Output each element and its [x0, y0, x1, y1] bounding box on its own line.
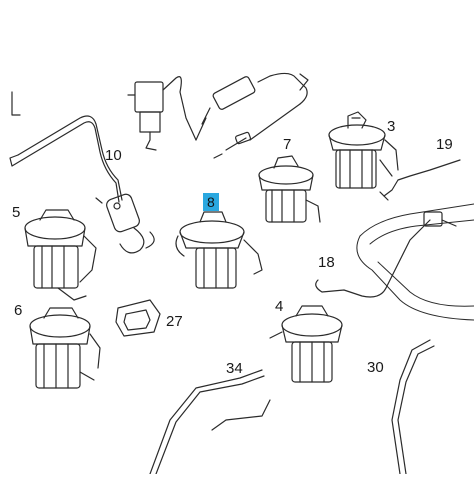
callout-18: 18 [318, 254, 335, 271]
fuel-tank-drawing [356, 203, 474, 321]
line-34-drawing [149, 369, 271, 475]
fuel-line-drawing [9, 115, 155, 254]
pump-module-6-drawing [29, 307, 101, 389]
callout-7: 7 [283, 136, 292, 153]
callout-19: 19 [436, 136, 453, 153]
pump-module-5-drawing [24, 209, 97, 301]
level-sensor-drawing [127, 72, 308, 159]
pump-module-8-drawing [175, 211, 263, 289]
top-right-line-drawing [249, 73, 309, 141]
callout-8-highlighted: 8 [203, 193, 219, 211]
callout-5: 5 [12, 204, 21, 221]
pump-module-4-drawing [269, 305, 343, 383]
callout-3: 3 [387, 118, 396, 135]
callout-30: 30 [367, 359, 384, 376]
bracket-27-drawing [115, 299, 161, 337]
callout-27: 27 [166, 313, 183, 330]
pump-module-3-drawing [328, 111, 399, 189]
pump-module-7-drawing [258, 155, 321, 223]
corner-bracket-drawing [11, 91, 21, 116]
line-30-drawing [391, 339, 435, 475]
line-19-drawing [379, 159, 461, 201]
callout-4: 4 [275, 298, 284, 315]
callout-6: 6 [14, 302, 23, 319]
callout-34: 34 [226, 360, 243, 377]
callout-10: 10 [105, 147, 122, 164]
